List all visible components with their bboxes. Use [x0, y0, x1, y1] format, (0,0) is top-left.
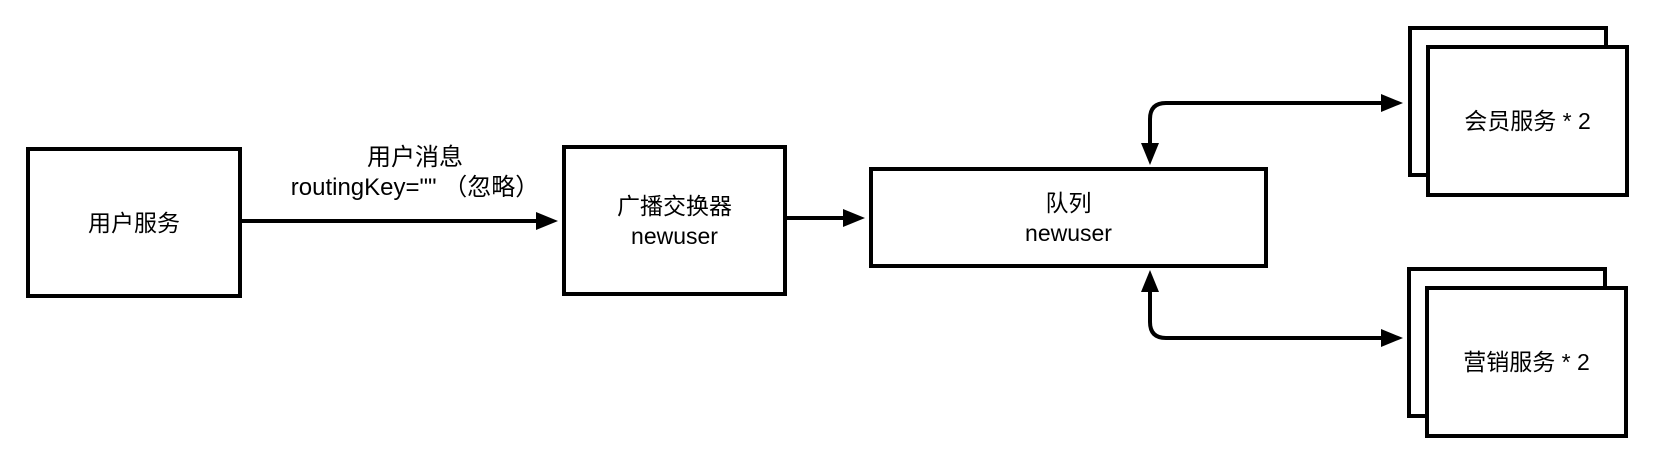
arrow-queue-marketing — [1141, 270, 1403, 347]
arrow-queue-member — [1141, 94, 1403, 165]
edge-label-line1: 用户消息 — [367, 144, 463, 171]
node-broadcast-exchange: 广播交换器 newuser — [562, 145, 787, 296]
edge-label-line2: routingKey="" （忽略） — [290, 174, 540, 201]
exchange-name: newuser — [631, 222, 718, 249]
user-service-label: 用户服务 — [88, 209, 180, 236]
marketing-service-label: 营销服务 * 2 — [1463, 349, 1590, 375]
queue-name: newuser — [1025, 219, 1112, 246]
node-marketing-service-stack: 营销服务 * 2 — [1407, 267, 1630, 438]
exchange-title: 广播交换器 — [617, 192, 732, 219]
queue-title: 队列 — [1045, 189, 1092, 216]
node-member-service-stack: 会员服务 * 2 — [1408, 26, 1630, 198]
member-service-front-card: 会员服务 * 2 — [1426, 45, 1629, 197]
edge-label-user-message: 用户消息 routingKey="" （忽略） — [265, 143, 565, 203]
node-user-service: 用户服务 — [26, 147, 242, 298]
member-service-label: 会员服务 * 2 — [1464, 108, 1591, 134]
marketing-service-front-card: 营销服务 * 2 — [1425, 286, 1628, 438]
node-queue: 队列 newuser — [869, 167, 1268, 268]
